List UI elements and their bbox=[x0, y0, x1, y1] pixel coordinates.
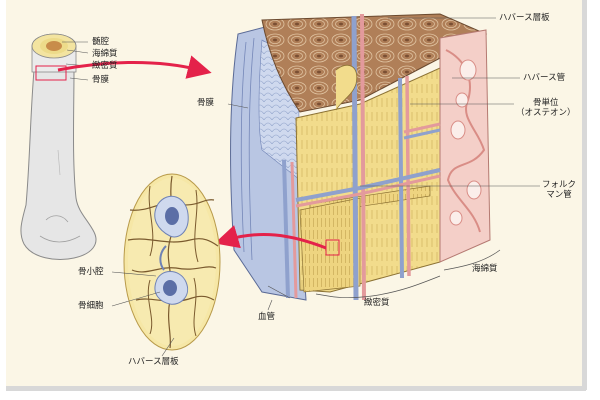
page-shadow-bottom bbox=[6, 386, 586, 391]
artery-vertical-left bbox=[360, 13, 366, 301]
label-spongy-bone-small: 海綿質 bbox=[92, 49, 118, 59]
label-periosteum: 骨膜 bbox=[197, 98, 215, 108]
arrow-to-detail bbox=[214, 225, 327, 250]
label-compact-bone: 緻密質 bbox=[364, 298, 390, 308]
spongy-bone-block bbox=[439, 29, 491, 263]
page-shadow-right bbox=[582, 0, 587, 390]
label-haversian-lamella-bottom: ハバース層板 bbox=[128, 357, 179, 367]
label-compact-bone-small: 緻密質 bbox=[92, 61, 118, 71]
label-medullary-cavity: 髄腔 bbox=[92, 37, 110, 47]
osteocyte-lower bbox=[163, 280, 177, 296]
femur-illustration bbox=[20, 33, 97, 260]
label-periosteum-small: 骨膜 bbox=[92, 75, 110, 85]
label-volkmann-canal: フォルク マン管 bbox=[542, 180, 576, 200]
label-lacuna: 骨小腔 bbox=[78, 267, 104, 277]
arrow-to-block bbox=[57, 55, 212, 79]
label-volkmann-line1: フォルク bbox=[542, 180, 577, 190]
label-osteon-line2: （オステオン） bbox=[516, 108, 576, 118]
label-volkmann-line2: マン管 bbox=[546, 190, 572, 200]
osteocyte-upper bbox=[165, 207, 179, 225]
periosteal-artery bbox=[290, 161, 298, 299]
label-osteon-line1: 骨単位 bbox=[533, 98, 559, 108]
osteon-detail bbox=[111, 173, 221, 357]
marrow-cavity-small bbox=[46, 41, 62, 51]
bone-block bbox=[227, 13, 540, 311]
periosteal-vein bbox=[282, 159, 290, 299]
label-spongy-bone: 海綿質 bbox=[472, 264, 498, 274]
label-osteon: 骨単位 （オステオン） bbox=[516, 98, 576, 118]
label-haversian-canal: ハバース管 bbox=[523, 73, 566, 83]
label-haversian-lamella-top: ハバース層板 bbox=[499, 13, 550, 23]
zoom-box-femur bbox=[35, 65, 67, 81]
label-blood-vessel: 血管 bbox=[258, 312, 276, 322]
volkmann-vein bbox=[295, 168, 441, 202]
volkmann-artery bbox=[295, 174, 441, 208]
top-face-osteons bbox=[261, 13, 488, 113]
label-osteocyte: 骨細胞 bbox=[78, 301, 104, 311]
vein-vertical-left bbox=[351, 15, 359, 301]
